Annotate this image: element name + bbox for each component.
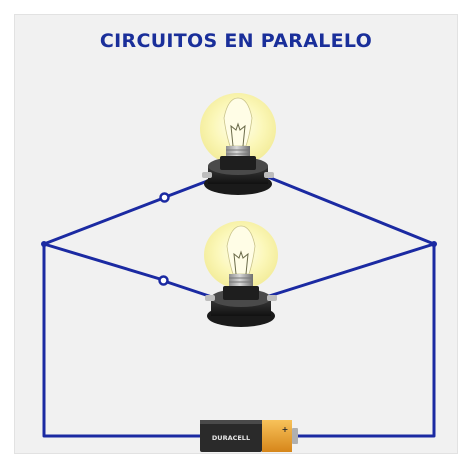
wire-top-branch-left-2 bbox=[166, 178, 212, 198]
junction-right bbox=[431, 241, 437, 247]
wire-top-branch-right bbox=[266, 175, 436, 246]
junction-left bbox=[41, 241, 47, 247]
wire-bottom-branch-left bbox=[42, 242, 162, 281]
bulb-bottom bbox=[204, 221, 278, 327]
battery: DURACELL + bbox=[200, 420, 298, 452]
battery-brand-label: DURACELL bbox=[212, 434, 250, 442]
wire-right bbox=[293, 242, 436, 438]
wire-bottom-branch-right bbox=[264, 242, 436, 299]
switch-bottom[interactable] bbox=[158, 275, 169, 286]
wire-top-branch-left bbox=[42, 197, 163, 246]
switch-top[interactable] bbox=[159, 192, 170, 203]
diagram-title: CIRCUITOS EN PARALELO bbox=[99, 30, 373, 52]
bulb-top bbox=[200, 93, 276, 195]
wire-left bbox=[42, 242, 207, 438]
battery-plus-label: + bbox=[282, 425, 289, 434]
